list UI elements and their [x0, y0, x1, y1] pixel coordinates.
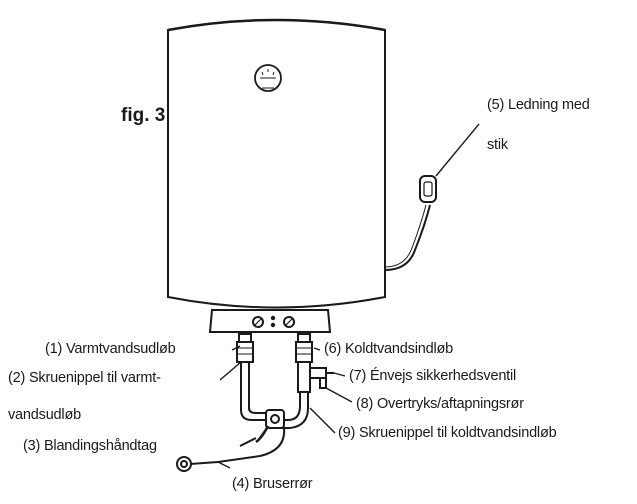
label-hot-nipple-cont: vandsudløb: [8, 407, 81, 423]
label-cord-plug: (5) Ledning med: [487, 97, 590, 113]
label-shower-hose: (4) Bruserrør: [232, 476, 313, 492]
figure-label: fig. 3: [121, 105, 166, 126]
plumbing-assembly: [176, 333, 334, 472]
leader-line-6: [313, 347, 321, 351]
leader-line-3: [257, 425, 269, 441]
label-cord-plug-cont: stik: [487, 137, 508, 153]
leader-line-7: [333, 372, 346, 377]
thermometer-gauge-icon: [254, 64, 282, 92]
label-mixer-handle: (3) Blandingshåndtag: [23, 438, 157, 454]
leader-line-5: [435, 123, 480, 177]
label-cold-inlet: (6) Koldtvandsindløb: [324, 341, 453, 357]
label-hot-outlet: (1) Varmtvandsudløb: [45, 341, 176, 357]
leader-line-1: [231, 345, 241, 351]
leader-line-2: [219, 361, 242, 381]
leader-line-9: [309, 407, 336, 434]
control-panel: [208, 309, 332, 333]
label-cold-nipple: (9) Skruenippel til koldtvandsindløb: [338, 425, 557, 441]
leader-lines: [217, 123, 480, 469]
power-cord: [384, 204, 431, 271]
plug-icon: [419, 175, 437, 203]
leader-line-8: [325, 387, 353, 403]
leader-line-4: [217, 461, 231, 469]
label-safety-valve: (7) Énvejs sikkerhedsventil: [349, 368, 517, 384]
label-hot-nipple: (2) Skruenippel til varmt-: [8, 370, 161, 386]
label-drain-pipe: (8) Overtryks/aftapningsrør: [356, 396, 524, 412]
water-heater-tank: [167, 18, 386, 309]
